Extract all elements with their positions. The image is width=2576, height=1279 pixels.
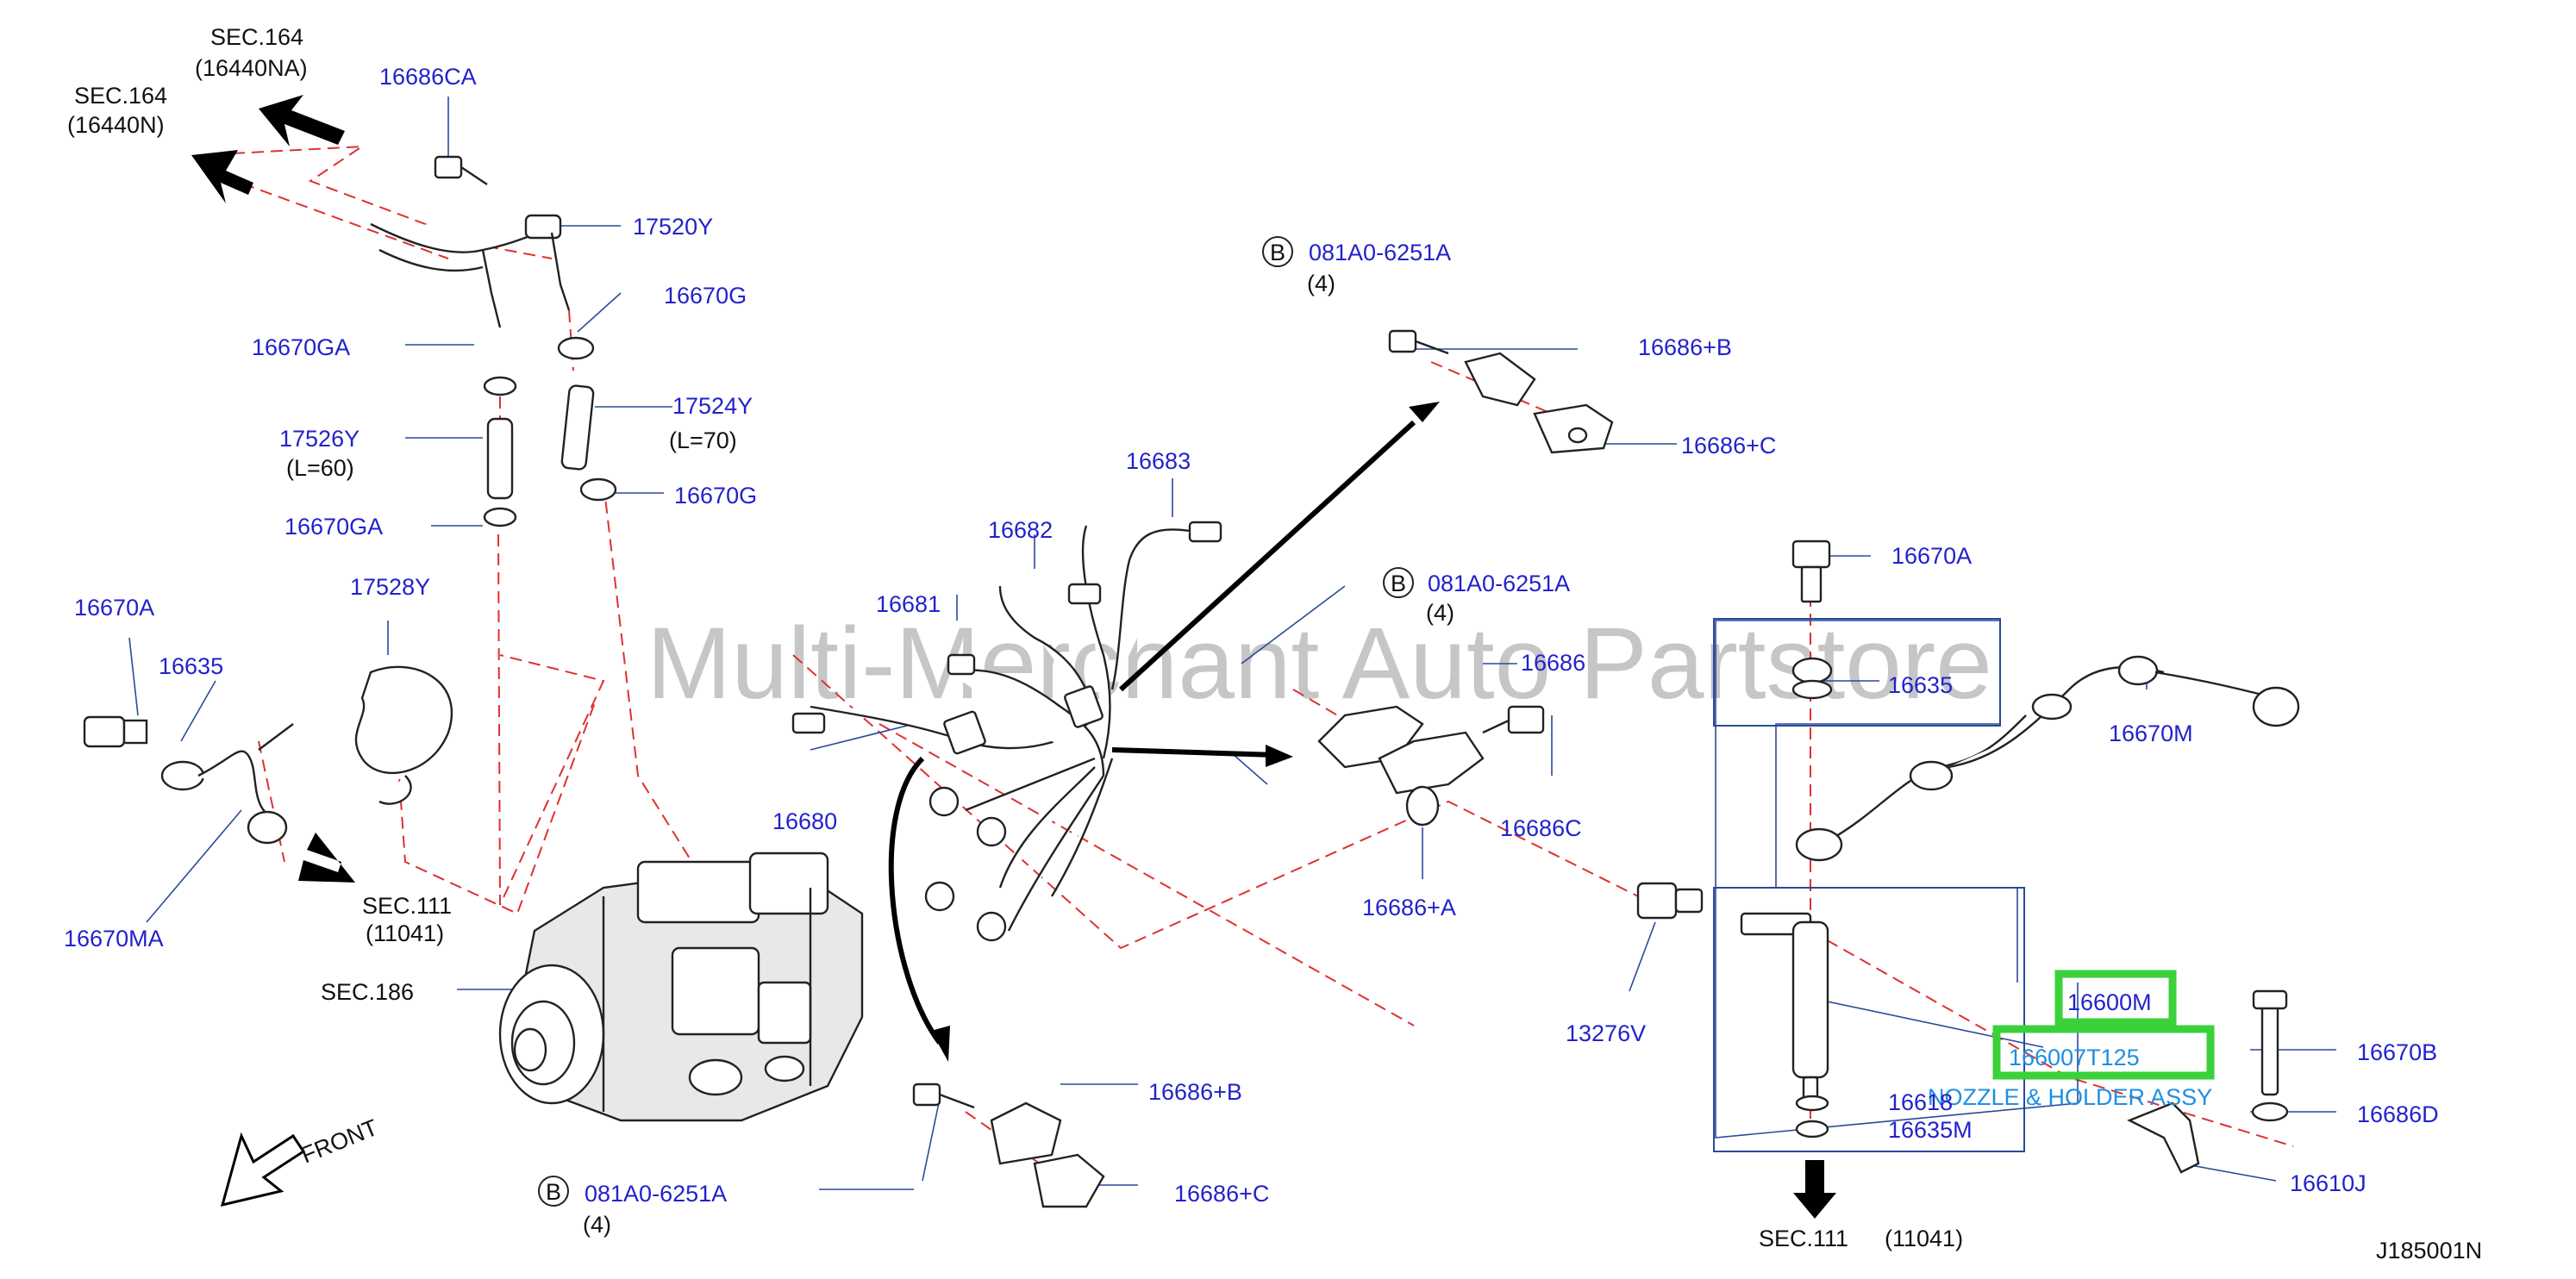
label-17524y: 17524Y (672, 393, 753, 419)
label-16681: 16681 (876, 591, 941, 617)
label-16670a-right: 16670A (1891, 543, 1972, 569)
hose-17528y (354, 665, 453, 805)
label-16686: 16686 (1521, 650, 1585, 676)
left-pipe-assembly (83, 715, 294, 845)
label-16670b: 16670B (2357, 1039, 2437, 1065)
pipe-clamps-top (1388, 329, 1614, 454)
label-16670g-top: 16670G (664, 283, 747, 309)
label-16686c-top: 16686+C (1681, 433, 1776, 459)
label-front: FRONT (297, 1114, 381, 1169)
label-16670ga-bot: 16670GA (284, 514, 383, 540)
b-circle-2 (1383, 567, 1414, 598)
label-16686ca: 16686CA (379, 64, 477, 90)
label-b1: B (1270, 240, 1285, 265)
label-sec164-b: SEC.164 (74, 83, 167, 109)
injection-pipes (791, 521, 1222, 942)
label-17526y: 17526Y (279, 426, 360, 452)
injector-group-box (1713, 618, 2001, 727)
label-16610j: 16610J (2290, 1170, 2367, 1196)
watermark: Multi-Merchant Auto Partstore (647, 607, 1992, 721)
arrow-sec111-left (298, 833, 355, 883)
label-16670a-left: 16670A (74, 595, 154, 621)
pipe-clamps-mid (1317, 705, 1545, 827)
hose-clamps (483, 336, 617, 527)
direction-arrows (191, 95, 1836, 1219)
label-bolt-1: 081A0-6251A (1309, 240, 1451, 265)
label-166007t125: 166007T125 (2009, 1045, 2140, 1070)
label-16635-left: 16635 (159, 653, 223, 679)
label-bolt-3-qty: (4) (583, 1212, 611, 1238)
arrow-to-top-clamps (1409, 402, 1440, 422)
label-16683: 16683 (1126, 448, 1191, 474)
label-16670g-bot: 16670G (674, 483, 757, 508)
label-bolt-3: 081A0-6251A (585, 1181, 727, 1207)
label-b2: B (1391, 571, 1406, 596)
highlight-16600m (2054, 970, 2177, 1026)
label-16635-right: 16635 (1888, 672, 1953, 698)
label-l70: (L=70) (669, 427, 737, 453)
b-circle-3 (538, 1176, 569, 1207)
label-13276v: 13276V (1566, 1020, 1646, 1046)
pipe-clamps-bottom (912, 1082, 1105, 1208)
label-16670ma: 16670MA (64, 926, 164, 951)
label-bolt-2-qty: (4) (1426, 600, 1454, 626)
label-sec111-left-sub: (11041) (366, 920, 444, 946)
arrow-to-bottom-clamps (931, 1026, 950, 1062)
label-16686c-mid: 16686C (1500, 815, 1582, 841)
return-pipe-assembly (370, 155, 571, 328)
label-16686d: 16686D (2357, 1101, 2439, 1127)
label-bolt-2: 081A0-6251A (1428, 571, 1570, 596)
label-16686b-top: 16686+B (1638, 334, 1732, 360)
label-sec111-left: SEC.111 (362, 893, 452, 919)
label-16600m: 16600M (2067, 989, 2152, 1015)
label-16686c-bot: 16686+C (1174, 1181, 1269, 1207)
label-16670m: 16670M (2109, 721, 2193, 746)
label-16670ga-top: 16670GA (252, 334, 350, 360)
label-b3: B (546, 1179, 561, 1205)
label-16686a: 16686+A (1362, 895, 1456, 920)
label-17520y: 17520Y (633, 214, 713, 240)
label-sec186: SEC.186 (321, 979, 414, 1005)
label-16686b-bot: 16686+B (1148, 1079, 1242, 1105)
injection-pump (498, 852, 864, 1122)
label-sec164-b-sub: (16440N) (67, 112, 165, 138)
label-16682: 16682 (988, 517, 1053, 543)
arrow-to-mid-clamps (1266, 745, 1293, 767)
label-16680: 16680 (772, 808, 837, 834)
label-diagram-code: J185001N (2376, 1238, 2482, 1263)
arrow-sec111-bottom (1805, 1160, 1824, 1195)
label-nozzle-desc: NOZZLE & HOLDER ASSY (1928, 1084, 2212, 1110)
label-sec111-bottom: SEC.111 (1759, 1226, 1848, 1251)
label-17528y: 17528Y (350, 574, 430, 600)
label-sec164-a: SEC.164 (210, 24, 303, 50)
injector-assembly-box (1713, 887, 2025, 1152)
label-16618: 16618 (1888, 1089, 1953, 1115)
label-sec111-bottom-sub: (11041) (1885, 1226, 1963, 1251)
part-13276v (1636, 882, 1704, 920)
b-circle-1 (1262, 236, 1293, 267)
labels: SEC.164 (16440NA) SEC.164 (16440N) 16686… (64, 24, 2482, 1263)
injector-assembly (1740, 540, 2300, 1174)
label-bolt-1-qty: (4) (1307, 271, 1335, 296)
highlight-166007t125 (1992, 1025, 2215, 1080)
front-arrow (220, 1132, 306, 1207)
arrow-sec164-a (259, 95, 345, 147)
label-l60: (L=60) (286, 455, 354, 481)
label-16635m: 16635M (1888, 1117, 1973, 1143)
arrow-sec164-b (191, 150, 253, 203)
label-sec164-a-sub: (16440NA) (195, 55, 308, 81)
